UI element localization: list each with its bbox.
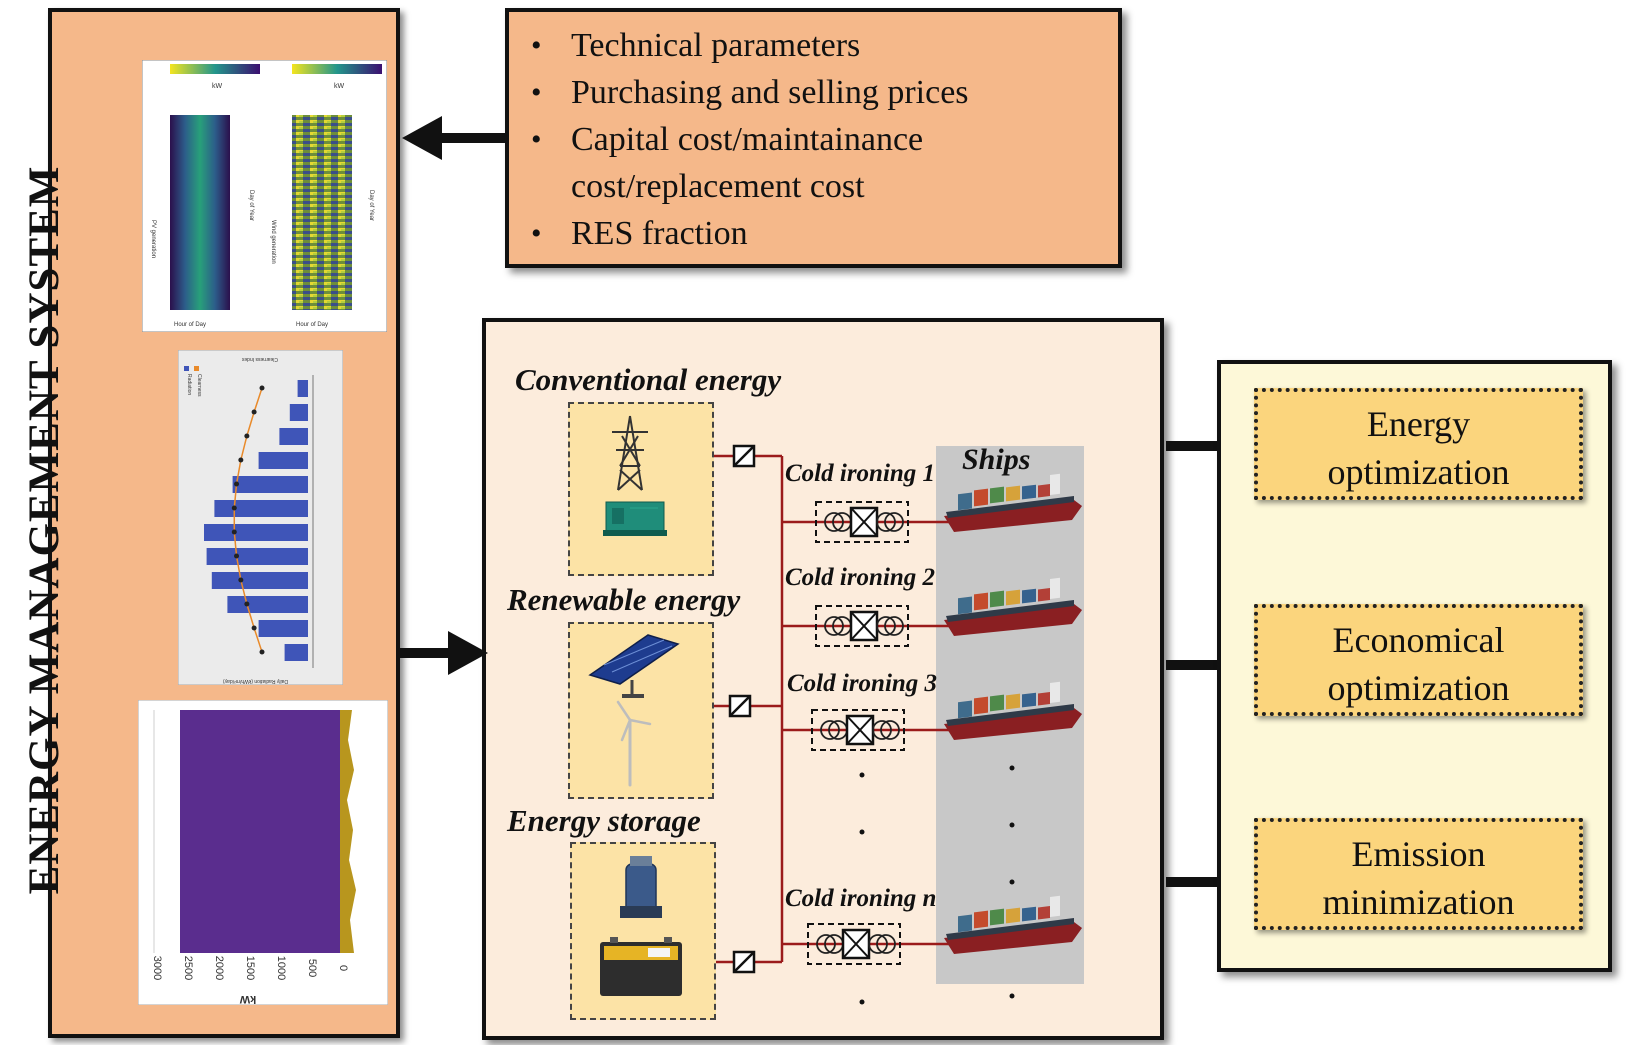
wind-turbine-icon <box>616 700 652 787</box>
load-tick-0: 3000 <box>151 956 163 980</box>
radiation-legend-2: Clearness <box>196 374 202 397</box>
load-tick-2: 2000 <box>213 956 225 980</box>
ship-1 <box>944 473 1082 532</box>
transmission-tower-icon <box>612 415 648 491</box>
cold-ironing-2-label: Cold ironing 2 <box>785 564 936 591</box>
energy-storage-label: Energy storage <box>507 803 701 838</box>
wind-hour-axis: Hour of Day <box>296 322 328 328</box>
ship-3 <box>944 681 1082 740</box>
input-capital-cost-line2: cost/replacement cost <box>571 168 865 205</box>
load-tick-3: 1500 <box>244 956 256 980</box>
radiation-bar <box>211 572 308 589</box>
clearness-point <box>244 601 250 607</box>
clearness-axis: Clearness Index <box>241 356 278 362</box>
clearness-point <box>238 577 244 583</box>
radiation-bar <box>232 476 308 493</box>
radiation-x-axis: Daily Radiation (kWh/m²/day) <box>223 678 288 684</box>
radiation-bar <box>297 380 308 397</box>
input-res-fraction: RES fraction <box>509 210 1118 257</box>
clearness-point <box>231 505 237 511</box>
load-main-area <box>180 710 340 953</box>
cold-ironing-1-label: Cold ironing 1 <box>785 460 936 487</box>
economical-optimization-line2: optimization <box>1327 668 1510 708</box>
cold-ironing-3-label: Cold ironing 3 <box>787 670 938 697</box>
wind-colorbar-label: kW <box>334 83 345 90</box>
emission-minimization-line2: minimization <box>1322 882 1515 922</box>
ship-2 <box>944 577 1082 636</box>
pv-day-axis: Day of Year <box>248 190 254 221</box>
arrow-inputs-to-ems <box>402 116 506 160</box>
clearness-line <box>233 387 263 653</box>
economical-optimization-box: Economical optimization <box>1254 604 1583 716</box>
pv-heatmap-title: PV generation <box>150 220 156 258</box>
emission-minimization-line1: Emission <box>1351 834 1486 874</box>
solar-panel-icon <box>588 634 680 698</box>
economical-optimization-line1: Economical <box>1332 620 1505 660</box>
radiation-bar <box>284 644 308 661</box>
generation-heatmaps: kW kW PV generation Wind generation Day … <box>142 60 387 332</box>
pv-colorbar-label: kW <box>212 83 223 90</box>
wind-heatmap-title: Wind generation <box>270 220 276 264</box>
clearness-point <box>259 385 265 391</box>
diesel-generator-icon <box>603 501 667 536</box>
input-technical-parameters: Technical parameters <box>509 22 1118 69</box>
radiation-bar <box>204 524 308 541</box>
radiation-chart: Radiation Clearness Daily Radiation (kWh… <box>178 350 343 685</box>
wind-heatmap <box>292 115 352 310</box>
radiation-bar <box>258 620 308 637</box>
clearness-point <box>234 553 240 559</box>
clearness-point <box>259 649 265 655</box>
input-capital-cost: Capital cost/maintainance cost/replaceme… <box>509 116 1118 210</box>
continuation-dots <box>859 765 1015 1005</box>
radiation-bar <box>289 404 308 421</box>
input-capital-cost-line1: Capital cost/maintainance <box>571 121 924 158</box>
energy-optimization-line1: Energy <box>1366 404 1471 444</box>
load-tick-4: 1000 <box>275 956 287 980</box>
pv-hour-axis: Hour of Day <box>174 322 206 328</box>
clearness-point <box>244 433 250 439</box>
clearness-point <box>231 529 237 535</box>
clearness-point <box>234 481 240 487</box>
load-secondary-area <box>340 710 356 953</box>
conventional-energy-label: Conventional energy <box>515 362 782 397</box>
emission-minimization-box: Emission minimization <box>1254 818 1583 930</box>
clearness-point <box>238 457 244 463</box>
pv-heatmap <box>170 115 230 310</box>
radiation-bar <box>258 452 308 469</box>
input-prices: Purchasing and selling prices <box>509 69 1118 116</box>
wind-day-axis: Day of Year <box>368 190 374 221</box>
radiation-bar <box>279 428 308 445</box>
load-profile-chart: 3000 2500 2000 1500 1000 500 0 kW <box>138 700 388 1005</box>
load-tick-1: 2500 <box>182 956 194 980</box>
breaker-conventional <box>732 444 756 468</box>
renewable-energy-label: Renewable energy <box>507 582 741 617</box>
cold-ironing-n-label: Cold ironing n <box>785 885 937 912</box>
battery-icon <box>600 937 682 996</box>
flywheel-icon <box>620 856 662 918</box>
clearness-point <box>251 409 257 415</box>
load-tick-6: 0 <box>337 965 349 971</box>
energy-optimization-line2: optimization <box>1327 452 1510 492</box>
ships-label: Ships <box>962 443 1031 476</box>
arrow-ems-to-system <box>400 631 488 675</box>
radiation-bar <box>206 548 308 565</box>
radiation-legend-1: Radiation <box>186 374 192 395</box>
breaker-renewable <box>728 694 752 718</box>
load-axis-label: kW <box>239 993 256 1005</box>
ship-n <box>944 895 1082 954</box>
clearness-point <box>251 625 257 631</box>
input-parameters-box: Technical parameters Purchasing and sell… <box>505 8 1122 268</box>
load-tick-5: 500 <box>306 959 318 977</box>
breaker-storage <box>732 950 756 974</box>
radiation-bar <box>214 500 308 517</box>
energy-optimization-box: Energy optimization <box>1254 388 1583 500</box>
